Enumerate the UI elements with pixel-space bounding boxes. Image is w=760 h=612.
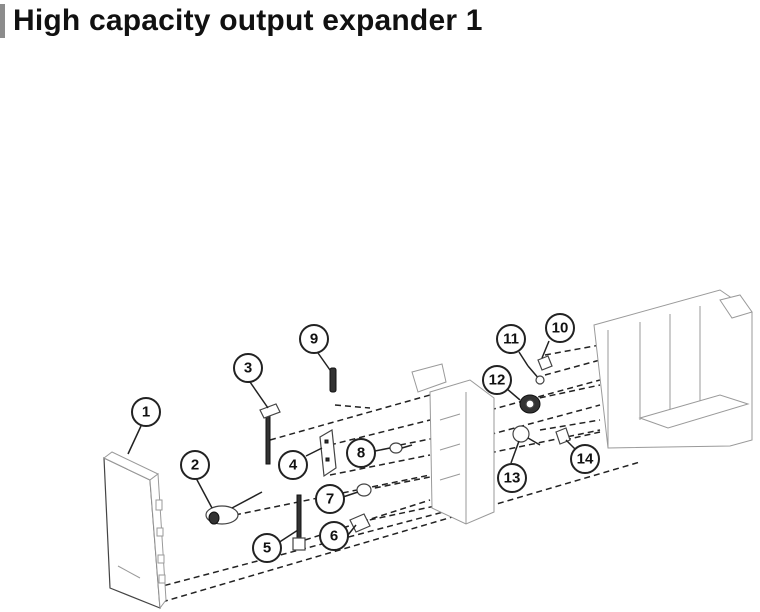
callout-12: 12 [482, 365, 512, 395]
callout-3: 3 [233, 353, 263, 383]
assembly-lines [154, 344, 641, 603]
part-9-spring [329, 367, 337, 393]
callout-2: 2 [180, 450, 210, 480]
callout-11: 11 [496, 324, 526, 354]
part-4-plate [319, 429, 337, 478]
title-accent-bar [0, 4, 5, 38]
callout-12-label: 12 [489, 372, 506, 389]
leader-lines [127, 340, 577, 544]
callout-14: 14 [570, 444, 600, 474]
callout-6-label: 6 [330, 528, 338, 545]
part-8-pulley [389, 442, 413, 454]
callout-1-label: 1 [142, 404, 150, 421]
callout-4-label: 4 [289, 457, 298, 474]
callout-10: 10 [545, 313, 575, 343]
part-1-side-cover [103, 451, 167, 610]
part-3-shaft [259, 403, 281, 465]
part-12-gear [519, 394, 541, 414]
callout-14-label: 14 [577, 451, 594, 468]
callout-8: 8 [346, 438, 376, 468]
callout-3-label: 3 [244, 360, 252, 377]
callout-5: 5 [252, 533, 282, 563]
part-11-link [527, 365, 545, 385]
callout-9: 9 [299, 324, 329, 354]
callout-2-label: 2 [191, 457, 199, 474]
page-title: High capacity output expander 1 [13, 4, 483, 37]
part-10-sensor [537, 355, 553, 371]
callout-7-label: 7 [326, 491, 334, 508]
callout-1: 1 [131, 397, 161, 427]
callout-10-label: 10 [552, 320, 569, 337]
part-5-shaft [292, 494, 306, 551]
part-7-gear [356, 483, 372, 497]
callout-4: 4 [278, 450, 308, 480]
callout-13-label: 13 [504, 470, 521, 487]
callout-11-label: 11 [503, 331, 519, 348]
callout-13: 13 [497, 463, 527, 493]
callout-5-label: 5 [263, 540, 271, 557]
callout-6: 6 [319, 521, 349, 551]
right-expander-module [593, 289, 753, 449]
part-13-pulley [512, 425, 541, 446]
callout-8-label: 8 [357, 445, 365, 462]
page-header: High capacity output expander 1 [0, 2, 483, 40]
part-2-motor [205, 491, 263, 525]
callout-7: 7 [315, 484, 345, 514]
callout-9-label: 9 [310, 331, 318, 348]
center-frame [411, 363, 495, 525]
